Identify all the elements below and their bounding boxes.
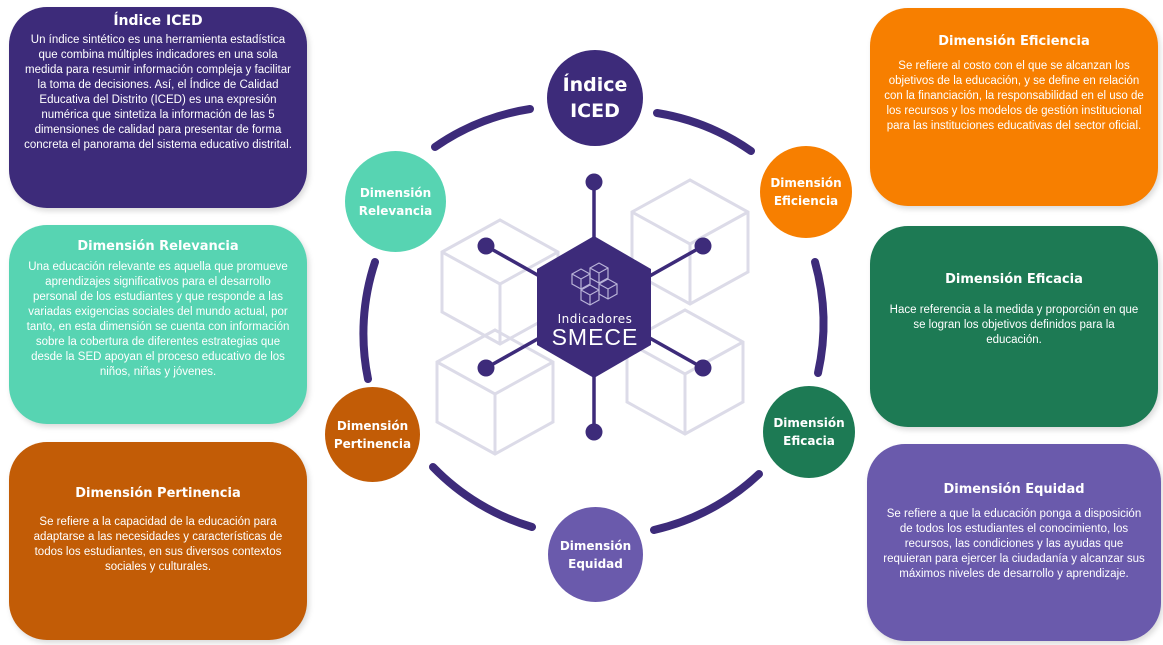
node-line: Eficiencia bbox=[773, 194, 839, 208]
card-title: Índice ICED bbox=[113, 13, 203, 29]
card-body: Hace referencia a la medida y proporción… bbox=[889, 304, 1139, 346]
node-line: Equidad bbox=[568, 556, 623, 571]
hub-spoke-ends bbox=[477, 173, 712, 441]
hub-label-smece: SMECE bbox=[551, 324, 639, 350]
ring-arcs bbox=[359, 105, 828, 534]
hub-label: Indicadores SMECE bbox=[540, 312, 650, 351]
card-body: Se refiere a la capacidad de la educació… bbox=[33, 516, 283, 573]
hub-label-indicadores: Indicadores bbox=[557, 312, 633, 326]
node-line: Dimensión bbox=[770, 176, 842, 190]
node-line: Relevancia bbox=[358, 203, 433, 218]
node-line: Índice bbox=[562, 74, 628, 96]
card-dimension-equidad: Dimensión Equidad Se refiere a que la ed… bbox=[867, 444, 1161, 641]
cubes-icon bbox=[571, 262, 618, 306]
node-line: Dimensión bbox=[559, 538, 632, 553]
card-title: Dimensión Eficacia bbox=[945, 272, 1083, 287]
node-line: Pertinencia bbox=[333, 436, 412, 451]
node-line: ICED bbox=[570, 100, 620, 122]
card-dimension-eficacia: Dimensión Eficacia Hace referencia a la … bbox=[870, 226, 1158, 427]
card-body: Una educación relevante es aquella que p… bbox=[26, 261, 290, 378]
card-title: Dimensión Equidad bbox=[943, 482, 1085, 497]
card-title: Dimensión Eficiencia bbox=[938, 34, 1090, 49]
card-dimension-pertinencia: Dimensión Pertinencia Se refiere a la ca… bbox=[9, 442, 307, 640]
card-dimension-eficiencia: Dimensión Eficiencia Se refiere al costo… bbox=[870, 8, 1158, 206]
card-indice-iced: Índice ICED Un índice sintético es una h… bbox=[9, 7, 307, 208]
card-body: Se refiere al costo con el que se alcanz… bbox=[884, 60, 1144, 132]
node-line: Dimensión bbox=[359, 185, 432, 200]
node-line: Dimensión bbox=[336, 418, 409, 433]
card-dimension-relevancia: Dimensión Relevancia Una educación relev… bbox=[9, 225, 307, 424]
card-title: Dimensión Pertinencia bbox=[75, 486, 241, 501]
card-title: Dimensión Relevancia bbox=[77, 239, 239, 254]
node-line: Eficacia bbox=[783, 434, 835, 448]
hub-hexagon bbox=[537, 236, 651, 378]
node-line: Dimensión bbox=[773, 416, 845, 430]
card-body: Un índice sintético es una herramienta e… bbox=[24, 34, 292, 151]
card-body: Se refiere a que la educación ponga a di… bbox=[883, 508, 1145, 580]
